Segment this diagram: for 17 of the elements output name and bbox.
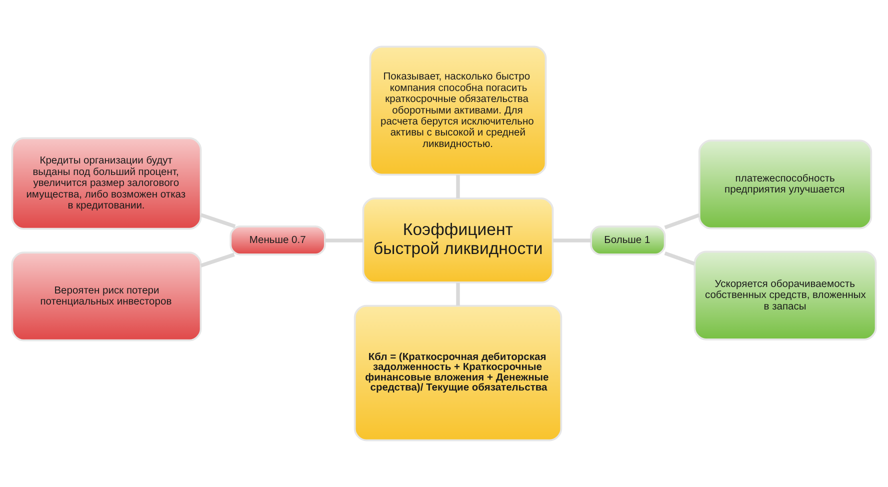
connector: [552, 238, 591, 242]
connector: [200, 252, 235, 268]
node-box: Ускоряется оборачиваемость собственных средств, вложенных в запасы: [694, 250, 877, 340]
node-box: Больше 1: [590, 226, 666, 256]
node-box: Коэффициент быстрой ликвидности: [362, 198, 554, 284]
node-box: Кредиты организации будут выданы под больший процент, увеличится размер залогового имущества, либо возможен отказ в кредитовании.: [11, 137, 202, 230]
node-box: Меньше 0.7: [230, 226, 326, 256]
node-box: Вероятен риск потери потенциальных инвесторов: [11, 252, 202, 342]
node-box: Кбл = (Краткосрочная дебиторская задолженность + Краткосрочные финансовые вложения + Денежные средства)/ Текущие обязательства: [354, 304, 562, 442]
connector: [200, 213, 236, 228]
connector: [325, 238, 364, 242]
connector: [664, 251, 696, 266]
connector: [456, 174, 460, 198]
connector: [456, 282, 460, 306]
node-box: Показывает, насколько быстро компания способна погасить краткосрочные обязательства оборотными активами. Для расчета берутся исключительно активы с высокой и средней ликвидностью.: [369, 46, 547, 176]
connector: [664, 213, 700, 230]
node-box: платежеспособность предприятия улучшается: [698, 140, 872, 230]
